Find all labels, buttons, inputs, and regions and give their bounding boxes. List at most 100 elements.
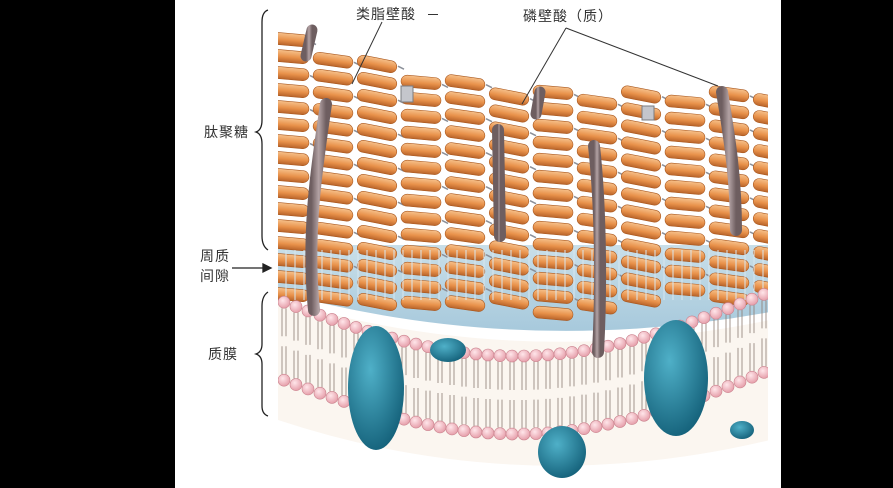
lipid-head bbox=[325, 313, 339, 326]
peptide-crosslink bbox=[441, 219, 449, 225]
glycan-strand-unit bbox=[708, 221, 750, 239]
glycan-strand-unit bbox=[664, 196, 706, 212]
glycan-strand-unit bbox=[488, 291, 530, 310]
glycan-strand-unit bbox=[400, 210, 442, 226]
glycan-strand-unit bbox=[620, 255, 662, 274]
lipid-head bbox=[733, 297, 747, 311]
lipid-head bbox=[481, 348, 495, 362]
glycan-strand-unit bbox=[664, 281, 706, 297]
glycan-strand-unit bbox=[356, 72, 398, 90]
peptide-crosslink bbox=[397, 65, 405, 70]
glycan-strand-unit bbox=[752, 178, 768, 197]
glycan-strand-unit bbox=[444, 108, 486, 125]
lipid-head bbox=[469, 425, 483, 439]
glycan-strand-unit bbox=[444, 193, 486, 210]
glycan-strand-unit bbox=[278, 150, 310, 166]
glycan-strand-unit bbox=[532, 169, 574, 185]
lipid-head bbox=[709, 384, 723, 398]
peptide-crosslink bbox=[794, 104, 800, 107]
lipid-head bbox=[289, 300, 303, 313]
region-bracket bbox=[232, 9, 273, 417]
lipid-head bbox=[709, 306, 723, 320]
teichoic-acid-rods bbox=[300, 24, 742, 358]
peptide-crosslink bbox=[485, 254, 493, 259]
glycan-strand-unit bbox=[400, 142, 442, 158]
lipid-head bbox=[637, 408, 651, 422]
glycan-strand-unit bbox=[400, 176, 442, 192]
glycan-strand-unit bbox=[532, 288, 574, 304]
lipid-head bbox=[493, 427, 507, 440]
label-plasma-membrane: 质膜 bbox=[208, 347, 238, 363]
glycan-strand-unit bbox=[532, 186, 574, 202]
glycan-strand-unit bbox=[278, 116, 310, 132]
lipid-head bbox=[481, 426, 495, 440]
lipid-head bbox=[757, 288, 768, 301]
membrane-protein bbox=[644, 320, 708, 436]
glycan-strand-unit bbox=[278, 133, 310, 149]
teichoic-acid-stub bbox=[641, 105, 655, 121]
glycan-strand-unit bbox=[752, 127, 768, 146]
membrane-protein bbox=[430, 338, 466, 362]
glycan-strand-unit bbox=[444, 210, 486, 227]
lipid-head bbox=[637, 330, 651, 344]
lipid-head bbox=[505, 427, 519, 441]
glycan-strand-unit bbox=[356, 157, 398, 175]
peptide-crosslink bbox=[485, 84, 493, 89]
glycan-strand-unit bbox=[356, 106, 398, 124]
teichoic-acid-rod bbox=[300, 24, 318, 62]
lipid-head bbox=[469, 347, 483, 361]
peptide-crosslink bbox=[441, 83, 449, 89]
glycan-strand-unit bbox=[400, 125, 442, 141]
membrane-proteins bbox=[348, 320, 754, 478]
glycan-strand-unit bbox=[620, 153, 662, 172]
lipid-head bbox=[721, 302, 735, 315]
peptide-crosslink bbox=[441, 287, 449, 293]
glycan-strand-unit bbox=[356, 123, 398, 141]
glycan-strand-unit bbox=[576, 110, 618, 128]
lipid-head bbox=[517, 427, 531, 441]
glycan-strand-unit bbox=[532, 203, 574, 219]
lipid-head bbox=[529, 349, 543, 362]
peptide-crosslink bbox=[794, 172, 800, 175]
glycan-strand-unit bbox=[532, 152, 574, 168]
glycan-strand-unit bbox=[532, 254, 574, 270]
lipid-head bbox=[301, 382, 315, 396]
peptide-crosslink bbox=[794, 240, 800, 243]
glycan-strand-unit bbox=[620, 187, 662, 206]
label-lipoteichoic-acid: 类脂壁酸 bbox=[356, 7, 416, 23]
glycan-strand-unit bbox=[356, 191, 398, 209]
glycan-strand-unit bbox=[400, 227, 442, 243]
lipid-head bbox=[601, 417, 615, 431]
glycan-strand-unit bbox=[620, 289, 662, 308]
glycan-strand-unit bbox=[664, 111, 706, 127]
peptide-crosslink bbox=[794, 274, 800, 277]
glycan-strand-unit bbox=[278, 235, 310, 251]
glycan-strand-unit bbox=[444, 176, 486, 193]
glycan-strand-unit bbox=[664, 162, 706, 178]
glycan-strand-unit bbox=[620, 85, 662, 104]
glycan-strand-unit bbox=[312, 85, 354, 103]
glycan-strand-unit bbox=[356, 225, 398, 243]
glycan-strand-unit bbox=[752, 144, 768, 163]
lipid-head bbox=[289, 378, 303, 391]
glycan-strand-unit bbox=[532, 118, 574, 134]
lipid-head bbox=[337, 395, 351, 408]
glycan-strand-unit bbox=[444, 227, 486, 244]
membrane-protein bbox=[348, 326, 404, 450]
lipid-head bbox=[409, 415, 423, 429]
lipid-head bbox=[745, 370, 759, 384]
peptide-crosslink bbox=[485, 288, 493, 293]
lipid-head bbox=[421, 418, 435, 431]
lipid-head bbox=[625, 412, 639, 425]
glycan-strand-unit bbox=[400, 193, 442, 209]
glycan-strand-unit bbox=[356, 174, 398, 192]
label-peptidoglycan: 肽聚糖 bbox=[204, 125, 249, 141]
glycan-strand-unit bbox=[664, 247, 706, 263]
glycan-strand-unit bbox=[444, 125, 486, 142]
glycan-strand-unit bbox=[620, 221, 662, 240]
peptide-crosslink bbox=[441, 253, 449, 259]
glycan-strand-unit bbox=[278, 99, 310, 115]
peptide-crosslink bbox=[485, 186, 493, 191]
